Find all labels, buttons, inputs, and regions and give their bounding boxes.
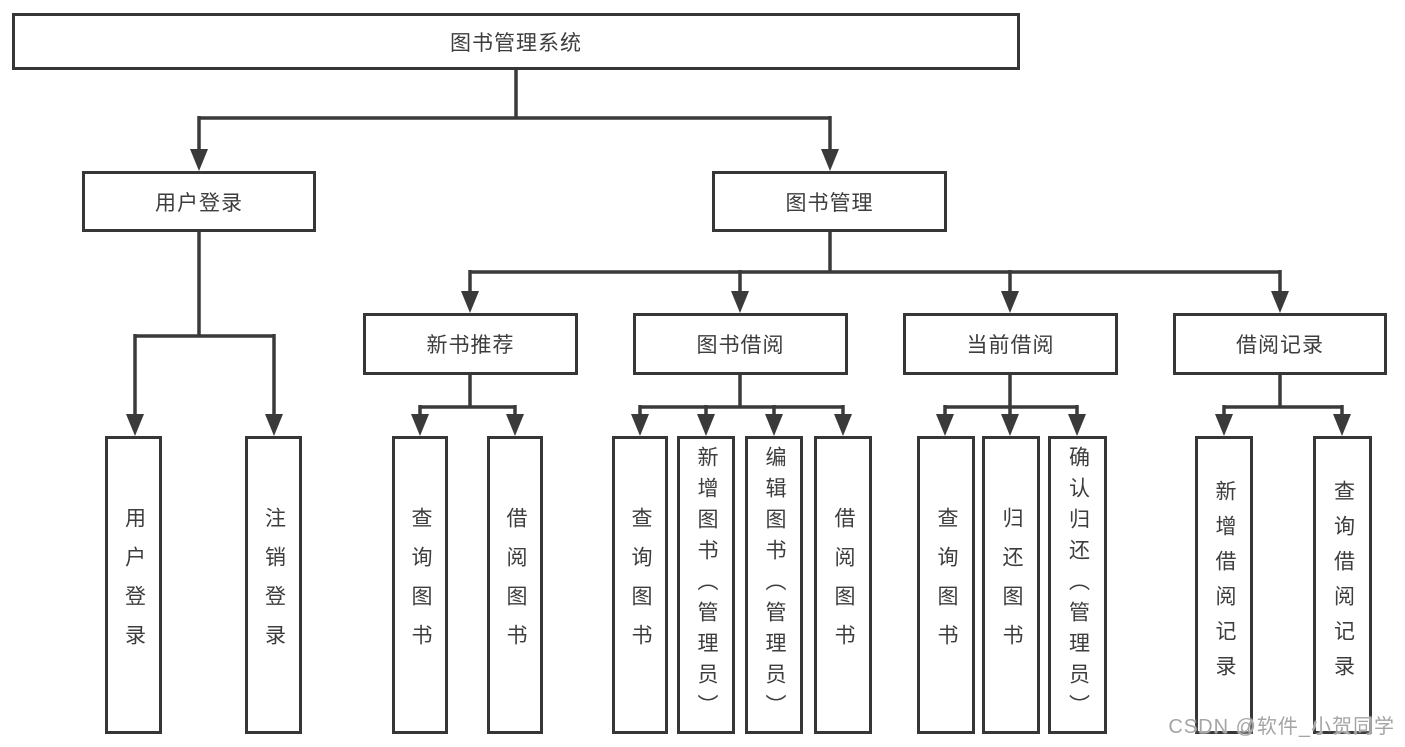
node-book-management: 图书管理: [712, 171, 947, 232]
csdn-watermark: CSDN @软件_小贺同学: [1168, 716, 1395, 738]
arrow-down-icon: [697, 414, 715, 436]
node-search-books-recommend: 查询图书: [392, 436, 448, 734]
node-add-borrow-record: 新增借阅记录: [1195, 436, 1253, 734]
node-borrow-books-recommend: 借阅图书: [487, 436, 543, 734]
arrow-down-icon: [1215, 414, 1233, 436]
node-borrowing-records: 借阅记录: [1173, 313, 1387, 375]
node-logout-leaf: 注销登录: [245, 436, 302, 734]
node-library-system: 图书管理系统: [12, 13, 1020, 70]
arrow-down-icon: [936, 414, 954, 436]
node-book-borrowing: 图书借阅: [633, 313, 848, 375]
arrow-down-icon: [1001, 291, 1019, 313]
arrow-down-icon: [1001, 414, 1019, 436]
arrow-down-icon: [265, 414, 283, 436]
arrow-down-icon: [190, 149, 208, 171]
node-search-borrow-record: 查询借阅记录: [1313, 436, 1372, 734]
arrow-down-icon: [506, 414, 524, 436]
node-new-book-recommend: 新书推荐: [363, 313, 578, 375]
arrow-down-icon: [731, 291, 749, 313]
arrow-down-icon: [1333, 414, 1351, 436]
node-search-books-current: 查询图书: [917, 436, 975, 734]
arrow-down-icon: [461, 291, 479, 313]
node-edit-books-admin: 编辑图书（管理员）: [745, 436, 803, 734]
arrow-down-icon: [411, 414, 429, 436]
node-search-books-borrowing: 查询图书: [612, 436, 668, 734]
arrow-down-icon: [765, 414, 783, 436]
node-add-books-admin: 新增图书（管理员）: [677, 436, 735, 734]
node-current-borrowing: 当前借阅: [903, 313, 1118, 375]
node-user-login: 用户登录: [82, 171, 316, 232]
arrow-down-icon: [126, 414, 144, 436]
arrow-down-icon: [821, 149, 839, 171]
node-confirm-return-admin: 确认归还（管理员）: [1048, 436, 1107, 734]
node-borrow-books-leaf: 借阅图书: [814, 436, 872, 734]
arrow-down-icon: [1068, 414, 1086, 436]
arrow-down-icon: [834, 414, 852, 436]
node-return-books: 归还图书: [982, 436, 1040, 734]
node-user-login-leaf: 用户登录: [105, 436, 162, 734]
arrow-down-icon: [631, 414, 649, 436]
arrow-down-icon: [1271, 291, 1289, 313]
